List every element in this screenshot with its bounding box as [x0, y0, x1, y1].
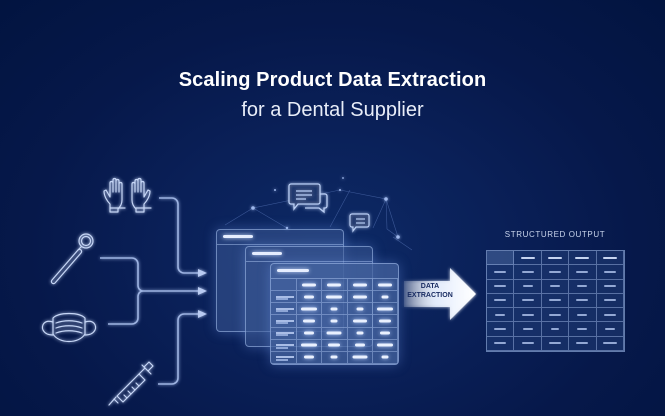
- connector-lines: [100, 197, 198, 385]
- arrow-label-line1: DATA: [420, 283, 440, 290]
- network-nodes-icon: [224, 189, 413, 251]
- dental-mirror-icon: [50, 233, 94, 285]
- face-mask-icon: [41, 312, 97, 343]
- chat-bubble-icon: [349, 213, 370, 233]
- arrow-label-line2: EXTRACTION: [407, 292, 453, 299]
- structured-output-label: STRUCTURED OUTPUT: [504, 230, 606, 239]
- page-subtitle: for a Dental Supplier: [241, 99, 424, 121]
- gloves-icon: [103, 177, 152, 213]
- arrowheads: [198, 269, 207, 318]
- data-extraction-label: DATA EXTRACTION: [404, 282, 456, 300]
- page-title: Scaling Product Data Extraction: [178, 69, 487, 91]
- syringe-icon: [108, 361, 154, 406]
- source-table-front: [270, 263, 399, 365]
- structured-output-table: [486, 250, 625, 352]
- data-extraction-arrow: [404, 268, 476, 320]
- chat-bubbles-icon: [288, 183, 328, 214]
